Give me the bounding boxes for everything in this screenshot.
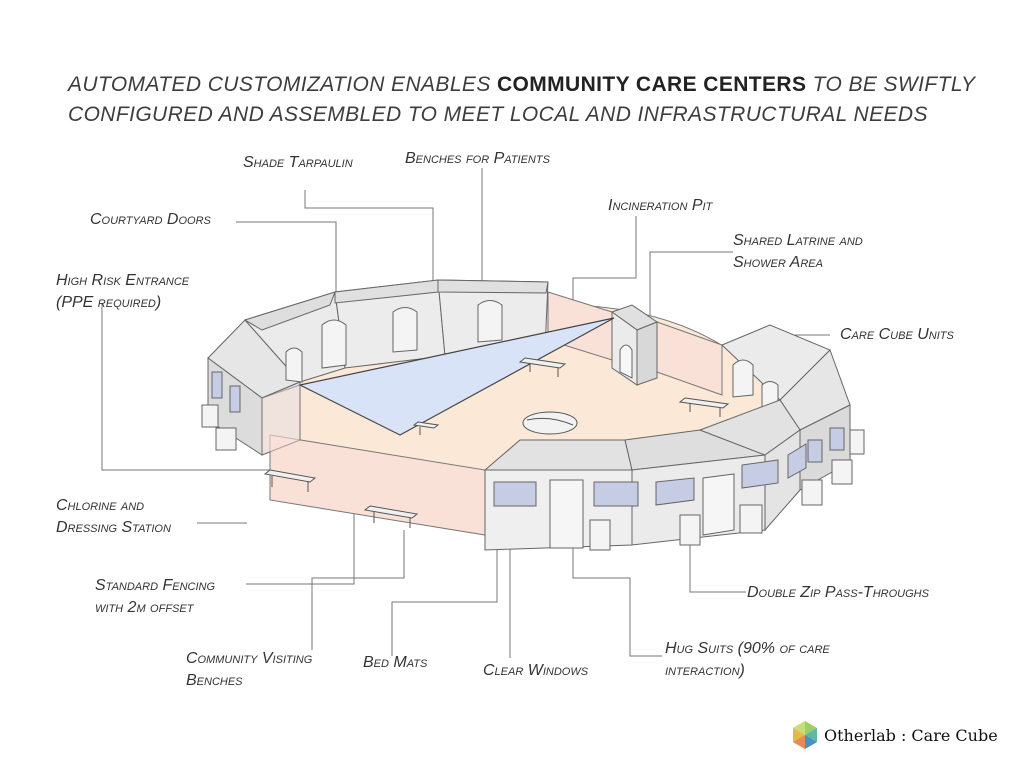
label-high-risk-line1: High Risk Entrance: [56, 272, 190, 289]
left-wing-window: [211, 371, 223, 399]
otherlab-logo-icon: [793, 721, 817, 749]
label-shade-tarpaulin: Shade Tarpaulin: [243, 154, 353, 171]
label-shared-latrine-line1: Shared Latrine and: [733, 232, 863, 249]
label-hug-suits-line2: interaction): [665, 662, 745, 679]
front-fence-left: [261, 384, 301, 456]
hug-suit-boxes: [201, 404, 865, 551]
shade-tarpaulin: [298, 317, 615, 436]
community-visiting-benches: [263, 469, 419, 528]
label-benches-for-patients: Benches for Patients: [405, 150, 550, 167]
right-wing-window: [829, 427, 845, 451]
label-high-risk-line2: (PPE required): [56, 294, 162, 311]
label-hug-suits-line1: Hug Suits (90% of care: [665, 640, 830, 657]
label-community-line2: Benches: [186, 672, 243, 689]
label-clear-windows: Clear Windows: [483, 662, 589, 679]
label-care-cube-units: Care Cube Units: [840, 326, 954, 343]
front-windows: [493, 443, 807, 507]
courtyard-doors: [285, 300, 503, 383]
label-double-zip: Double Zip Pass-Throughs: [747, 584, 929, 601]
latrine-block: [610, 304, 659, 386]
label-courtyard-doors: Courtyard Doors: [90, 211, 211, 228]
patient-benches: [412, 357, 730, 435]
left-wing-window: [229, 385, 241, 413]
double-zip-doors: [549, 473, 735, 549]
label-community-line1: Community Visiting: [186, 650, 313, 667]
label-chlorine-line2: Dressing Station: [56, 519, 171, 536]
label-shared-latrine-line2: Shower Area: [733, 254, 823, 271]
right-wing-window: [807, 439, 823, 463]
label-incineration-pit: Incineration Pit: [608, 197, 713, 214]
incineration-pit: [522, 411, 578, 435]
label-fencing-line2: with 2m offset: [95, 599, 194, 616]
label-bed-mats: Bed Mats: [363, 654, 428, 671]
headline-before: Automated customization enables: [68, 73, 497, 96]
headline-bold: Community Care Centers: [496, 73, 807, 96]
headline-after: to be swiftly configured and assembled t…: [68, 73, 976, 126]
headline: Automated customization enables Communit…: [68, 70, 988, 130]
label-chlorine-line1: Chlorine and: [56, 497, 145, 514]
otherlab-logo-text: Otherlab : Care Cube: [824, 725, 998, 745]
otherlab-logo: Otherlab : Care Cube: [790, 720, 998, 750]
label-fencing-line1: Standard Fencing: [95, 577, 216, 594]
